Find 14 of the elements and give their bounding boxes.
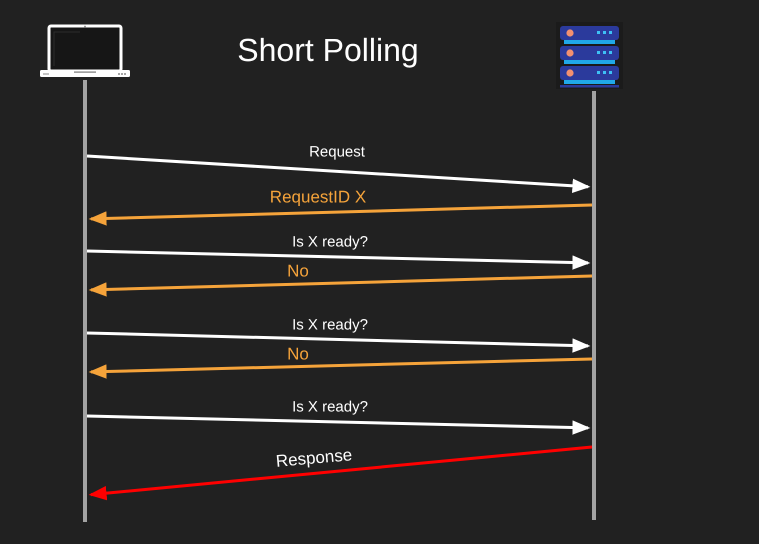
arrow: [88, 274, 592, 297]
lifeline: [83, 80, 87, 522]
arrow: [88, 358, 592, 379]
arrow: [88, 204, 592, 226]
edge-label: Request: [307, 144, 367, 160]
lifeline: [592, 91, 596, 520]
arrow: [86, 250, 590, 270]
arrow: [88, 446, 592, 500]
server-icon: [556, 22, 623, 89]
laptop-icon: [40, 24, 130, 78]
arrow: [86, 332, 590, 353]
arrow: [86, 414, 590, 435]
arrow: [86, 154, 590, 193]
title: Short Polling: [237, 34, 419, 66]
